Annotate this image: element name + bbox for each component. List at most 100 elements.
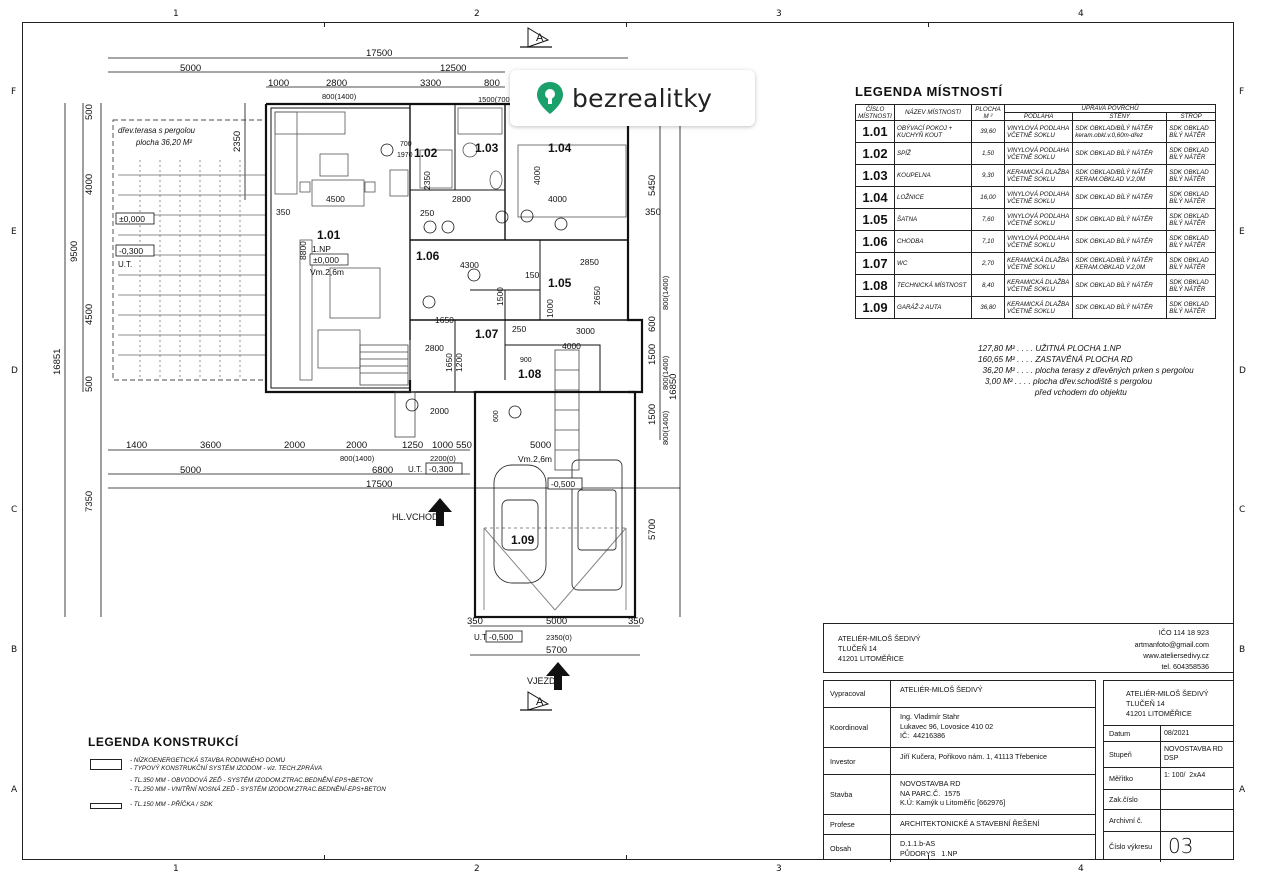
grid-tick bbox=[928, 22, 929, 27]
svg-text:2650: 2650 bbox=[592, 286, 602, 305]
wall-symbol-outer bbox=[90, 759, 122, 770]
legend-room-ceiling: SDK OBKLAD BÍLÝ NÁTĚR bbox=[1166, 208, 1216, 231]
dimension-chain-top bbox=[108, 57, 628, 88]
svg-text:4300: 4300 bbox=[460, 260, 479, 270]
legend-room-num: 1.02 bbox=[855, 142, 895, 165]
svg-text:1000: 1000 bbox=[545, 299, 555, 318]
legend-room-walls: SDK OBKLAD BÍLÝ NÁTĚR bbox=[1072, 208, 1168, 231]
dim-top-1500-700: 1500(700) bbox=[478, 95, 513, 104]
legend-room-floor: VINYLOVÁ PODLAHA VČETNĚ SOKLU bbox=[1003, 142, 1074, 165]
room-label-107: 1.07 bbox=[475, 327, 499, 341]
right-title-label: Měřítko bbox=[1109, 774, 1133, 783]
legend-room-name: TECHNICKÁ MÍSTNOST bbox=[894, 274, 972, 297]
svg-text:700: 700 bbox=[400, 141, 412, 148]
garage-entrance-arrow bbox=[546, 662, 570, 690]
title-row-divider bbox=[890, 748, 891, 775]
grid-right-f: F bbox=[1239, 87, 1245, 97]
legend-room-name: KOUPELNA bbox=[894, 164, 972, 187]
svg-text:2800: 2800 bbox=[425, 343, 444, 353]
legend-room-name: CHODBA bbox=[894, 230, 972, 253]
grid-top-3: 3 bbox=[776, 9, 782, 19]
dim-right-1500a: 1500 bbox=[647, 344, 658, 365]
dim-top-2800: 2800 bbox=[326, 78, 347, 89]
legend-room-num: 1.09 bbox=[855, 296, 895, 319]
legend-room-name: OBÝVACÍ POKOJ + KUCHYŇ KOUT bbox=[894, 120, 972, 143]
dim-right-16850: 16850 bbox=[668, 374, 679, 400]
legend-room-walls: SDK OBKLAD BÍLÝ NÁTĚR bbox=[1072, 142, 1168, 165]
dim-bottom-1250: 1250 bbox=[402, 440, 423, 451]
brand-name: bezrealitky bbox=[572, 83, 713, 113]
title-row-value: ARCHITEKTONICKÉ A STAVEBNÍ ŘEŠENÍ bbox=[900, 819, 1040, 828]
title-row-label: Obsah bbox=[830, 843, 852, 853]
legend-construction-line: - TYPOVÝ KONSTRUKČNÍ SYSTÉM IZODOM - viz… bbox=[130, 765, 323, 772]
dim-bottom-1400: 1400 bbox=[126, 440, 147, 451]
title-row-value: D.1.1.b-AS PŮDORYS 1.NP bbox=[900, 839, 958, 858]
legend-room-ceiling: SDK OBKLAD BÍLÝ NÁTĚR bbox=[1166, 274, 1216, 297]
title-row-value: NOVOSTAVBA RD NA PARC.Č. 1575 K.Ú: Kamýk… bbox=[900, 779, 1006, 807]
dim-left-4500: 4500 bbox=[84, 304, 95, 325]
grid-bottom-4: 4 bbox=[1078, 864, 1084, 874]
terrace-label: dřev.terasa s pergolou bbox=[118, 126, 196, 135]
garage-level-in: -0,500 bbox=[551, 479, 575, 489]
legend-room-floor: VINYLOVÁ PODLAHA VČETNĚ SOKLU bbox=[1003, 120, 1074, 143]
studio-address: TLUČEŇ 14 bbox=[838, 644, 877, 653]
legend-room-name: WC bbox=[894, 252, 972, 275]
right-studio-address: TLUČEŇ 14 bbox=[1126, 699, 1165, 708]
svg-text:1650: 1650 bbox=[444, 353, 454, 372]
grid-tick bbox=[626, 22, 627, 27]
dim-right-800-1400b: 800(1400) bbox=[661, 355, 670, 390]
svg-text:8800: 8800 bbox=[298, 241, 308, 260]
right-title-row: Archivní č. bbox=[1104, 809, 1233, 832]
ut-level-2: -0,300 bbox=[429, 464, 453, 474]
room-label-101: 1.01 bbox=[317, 228, 341, 242]
studio-email[interactable]: artmanfoto@gmail.com bbox=[1134, 640, 1209, 649]
room-label-108: 1.08 bbox=[518, 367, 542, 381]
right-title-label: Stupeň bbox=[1109, 750, 1132, 759]
legend-room-walls: SDK OBKLAD BÍLÝ NÁTĚR bbox=[1072, 296, 1168, 319]
dim-garage-5000: 5000 bbox=[546, 616, 567, 627]
legend-room-num: 1.05 bbox=[855, 208, 895, 231]
svg-text:600: 600 bbox=[493, 410, 500, 422]
svg-text:250: 250 bbox=[420, 208, 434, 218]
room-label-102: 1.02 bbox=[414, 146, 438, 160]
room-101-height: Vm.2,6m bbox=[310, 267, 344, 277]
room-label-104: 1.04 bbox=[548, 141, 572, 155]
dimension-chain-bottom bbox=[108, 449, 680, 656]
legend-room-walls: SDK OBKLAD BÍLÝ NÁTĚR bbox=[1072, 230, 1168, 253]
grid-top-1: 1 bbox=[173, 9, 179, 19]
legend-construction-line: - TL.250 MM - VNITŘNÍ NOSNÁ ZEĎ - SYSTÉM… bbox=[130, 786, 386, 793]
studio-city: 41201 LITOMĚŘICE bbox=[838, 654, 904, 663]
legend-rooms-title: LEGENDA MÍSTNOSTÍ bbox=[855, 84, 1003, 99]
right-studio-city: 41201 LITOMĚŘICE bbox=[1126, 709, 1192, 718]
dim-garage-5700: 5700 bbox=[546, 645, 567, 656]
title-row-label: Investor bbox=[830, 756, 856, 766]
room-label-106: 1.06 bbox=[416, 249, 440, 263]
dim-garage-350a: 350 bbox=[467, 616, 483, 627]
legend-room-floor: KERAMICKÁ DLAŽBA VČETNĚ SOKLU bbox=[1003, 296, 1074, 319]
dim-top-1000: 1000 bbox=[268, 78, 289, 89]
location-pin-icon bbox=[537, 82, 563, 114]
svg-text:1500: 1500 bbox=[495, 287, 505, 306]
legend-construction-line: - NÍZKOENERGETICKÁ STAVBA RODINNÉHO DOMU bbox=[130, 757, 285, 764]
right-title-value: 08/2021 bbox=[1164, 730, 1190, 737]
legend-room-ceiling: SDK OBKLAD BÍLÝ NÁTĚR bbox=[1166, 230, 1216, 253]
legend-room-num: 1.06 bbox=[855, 230, 895, 253]
terrace-area: plocha 36,20 M² bbox=[135, 138, 192, 147]
grid-top-4: 4 bbox=[1078, 9, 1084, 19]
equipment-symbols bbox=[380, 143, 568, 419]
svg-text:1650: 1650 bbox=[435, 315, 454, 325]
svg-text:A: A bbox=[536, 696, 544, 708]
dim-bottom-2000b: 2000 bbox=[346, 440, 367, 451]
legend-room-num: 1.04 bbox=[855, 186, 895, 209]
dim-right-800-1400c: 800(1400) bbox=[661, 410, 670, 445]
studio-web[interactable]: www.ateliersedivy.cz bbox=[1143, 651, 1209, 660]
garage-structure bbox=[473, 390, 637, 619]
right-title-divider bbox=[1160, 832, 1161, 862]
brand-logo[interactable]: bezrealitky bbox=[510, 70, 755, 126]
